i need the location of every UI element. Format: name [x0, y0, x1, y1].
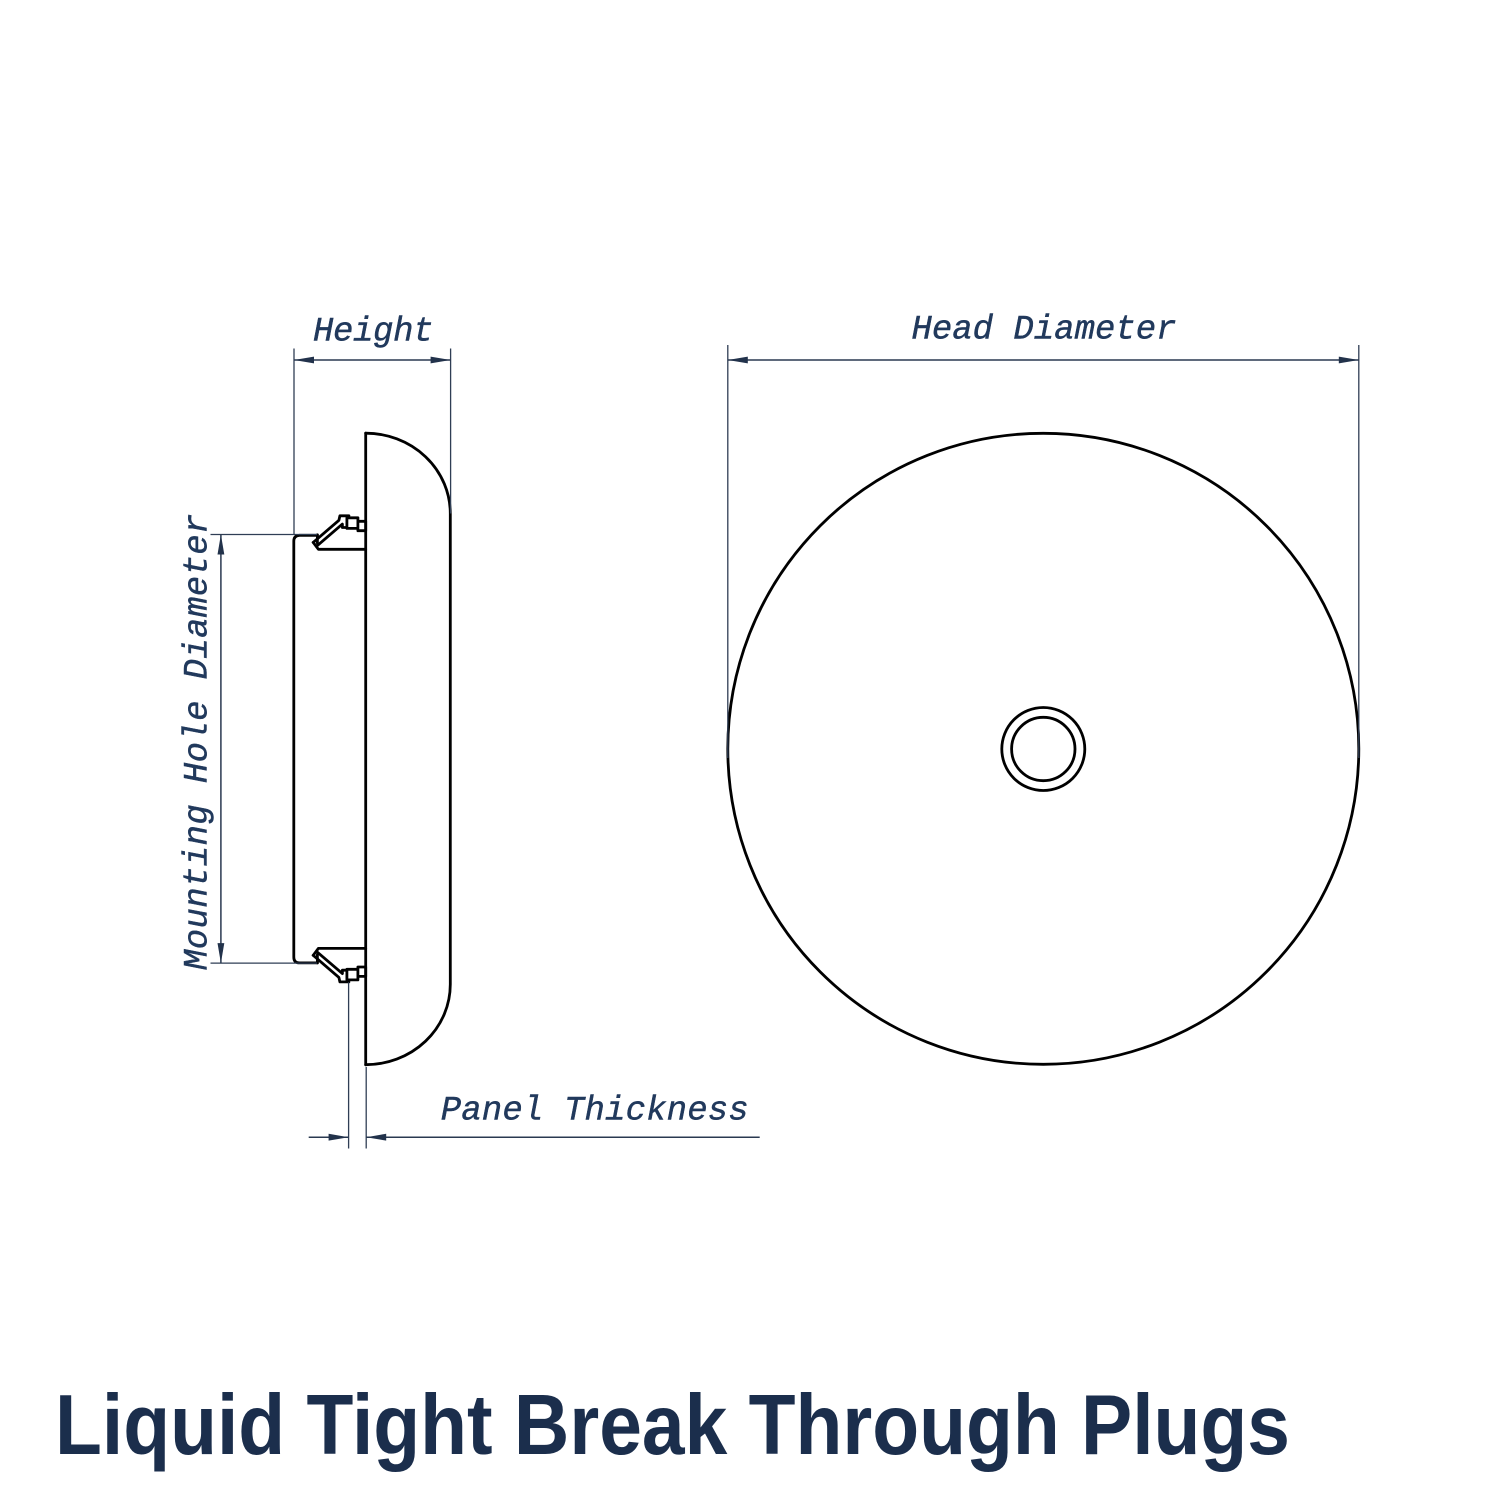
svg-text:Panel Thickness: Panel Thickness: [441, 1092, 749, 1130]
svg-text:Mounting Hole Diameter: Mounting Hole Diameter: [180, 514, 218, 970]
svg-text:Liquid Tight Break Through Plu: Liquid Tight Break Through Plugs: [55, 1378, 1290, 1473]
svg-text:Height: Height: [313, 313, 434, 351]
svg-text:Head Diameter: Head Diameter: [912, 311, 1177, 349]
